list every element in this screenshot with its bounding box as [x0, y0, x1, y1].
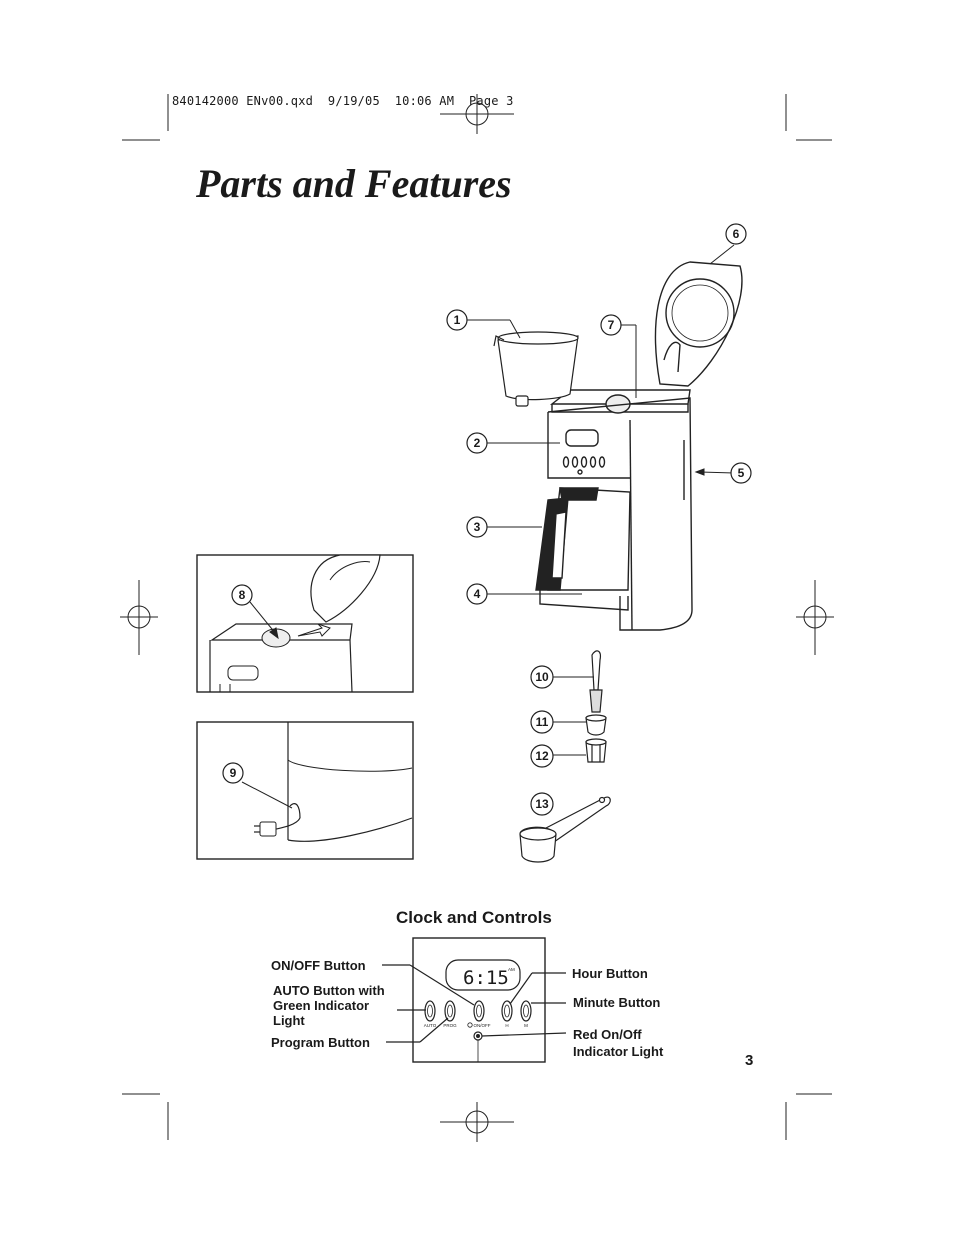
label-auto-line-2: Green Indicator	[273, 998, 370, 1013]
callout-9: 9	[230, 766, 237, 780]
label-program-button: Program Button	[271, 1035, 370, 1050]
callout-5: 5	[738, 466, 745, 480]
cleaning-brush	[589, 650, 603, 713]
crop-marks	[122, 94, 832, 1140]
page-number: 3	[745, 1052, 754, 1069]
lcd-time: 6:15	[463, 967, 509, 989]
callout-6: 6	[733, 227, 740, 241]
button-label-onoff: ON/OFF	[474, 1023, 491, 1028]
callout-11: 11	[536, 715, 549, 729]
callout-7: 7	[608, 318, 615, 332]
button-label-hour: H	[505, 1023, 508, 1028]
section-title: Clock and Controls	[396, 908, 552, 927]
label-hour-button: Hour Button	[572, 966, 648, 981]
page-title: Parts and Features	[196, 161, 512, 206]
button-label-prog: PROG	[443, 1023, 457, 1028]
registration-mark-left	[120, 580, 158, 655]
callout-10: 10	[535, 670, 549, 684]
label-red-light-line-2: Indicator Light	[573, 1044, 664, 1059]
label-auto-line-1: AUTO Button with	[273, 983, 385, 998]
label-on-off-button: ON/OFF Button	[271, 958, 366, 973]
detail-box-cord	[196, 721, 414, 860]
filter-basket	[493, 331, 579, 407]
label-auto-button: AUTO Button with Green Indicator Light	[273, 983, 385, 1028]
label-red-light: Red On/Off Indicator Light	[573, 1026, 663, 1060]
control-panel-diagram	[412, 937, 546, 1063]
print-slug: 840142000 ENv00.qxd 9/19/05 10:06 AM Pag…	[172, 94, 514, 108]
callout-3: 3	[474, 520, 481, 534]
callout-2: 2	[474, 436, 481, 450]
coffee-maker	[535, 261, 743, 631]
callout-markers	[222, 223, 752, 816]
callout-4: 4	[474, 587, 481, 601]
button-label-minute: M	[524, 1023, 528, 1028]
callout-13: 13	[535, 797, 549, 811]
registration-mark-right	[796, 580, 834, 655]
registration-mark-top	[440, 94, 514, 134]
callout-12: 12	[535, 749, 549, 763]
callout-8: 8	[239, 588, 246, 602]
label-red-light-line-1: Red On/Off	[573, 1027, 642, 1042]
small-cap	[585, 714, 607, 736]
label-minute-button: Minute Button	[573, 995, 661, 1010]
registration-mark-bottom	[440, 1102, 514, 1142]
leader-lines	[466, 244, 735, 756]
label-auto-line-3: Light	[273, 1013, 305, 1028]
lcd-ampm: AM	[508, 967, 515, 972]
control-leader-lines	[382, 964, 567, 1043]
measuring-scoop	[519, 796, 611, 863]
callout-1: 1	[454, 313, 461, 327]
detail-box-lid	[196, 554, 414, 693]
button-label-auto: AUTO	[424, 1023, 437, 1028]
strainer-insert	[585, 738, 607, 763]
